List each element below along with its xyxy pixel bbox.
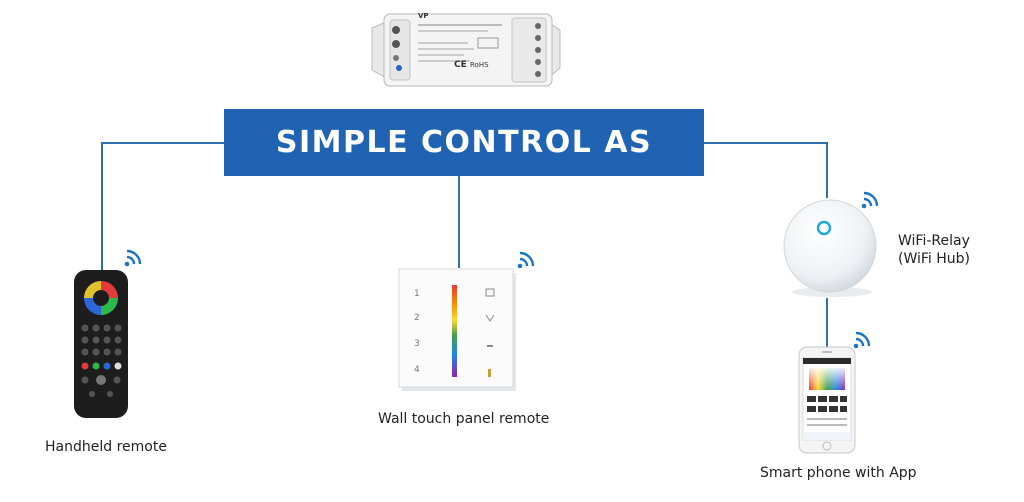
wall-touch-panel-image: 1 2 3 4 bbox=[398, 267, 520, 395]
connector-relay-phone bbox=[826, 298, 828, 348]
title-banner: SIMPLE CONTROL AS bbox=[224, 109, 704, 176]
handheld-remote-image bbox=[72, 268, 130, 420]
handheld-remote-label: Handheld remote bbox=[45, 439, 167, 455]
wifi-icon bbox=[123, 246, 145, 268]
ce-mark: CE bbox=[454, 60, 467, 70]
zone-2-label: 2 bbox=[414, 313, 420, 323]
wifi-icon bbox=[860, 188, 882, 210]
controller-model-label: VP bbox=[418, 12, 429, 20]
led-controller-device: VP CE RoHS bbox=[366, 8, 566, 90]
connector-left-horizontal bbox=[101, 142, 225, 144]
wifi-icon bbox=[516, 248, 538, 270]
zone-3-label: 3 bbox=[414, 339, 420, 349]
wifi-icon bbox=[852, 328, 874, 350]
wall-panel-label: Wall touch panel remote bbox=[378, 411, 550, 427]
connector-left-vertical bbox=[101, 142, 103, 270]
zone-1-label: 1 bbox=[414, 289, 420, 299]
wifi-relay-label-line1: WiFi-Relay bbox=[898, 233, 970, 249]
rohs-mark: RoHS bbox=[470, 61, 489, 69]
connector-center-vertical bbox=[458, 176, 460, 268]
smartphone-label: Smart phone with App bbox=[760, 465, 917, 481]
banner-title: SIMPLE CONTROL AS bbox=[275, 125, 653, 160]
smartphone-image bbox=[798, 346, 856, 454]
wifi-relay-label-line2: (WiFi Hub) bbox=[898, 251, 971, 267]
zone-4-label: 4 bbox=[414, 365, 420, 375]
connector-right-horizontal bbox=[704, 142, 828, 144]
wifi-relay-image bbox=[778, 196, 882, 300]
connector-right-vertical bbox=[826, 142, 828, 198]
